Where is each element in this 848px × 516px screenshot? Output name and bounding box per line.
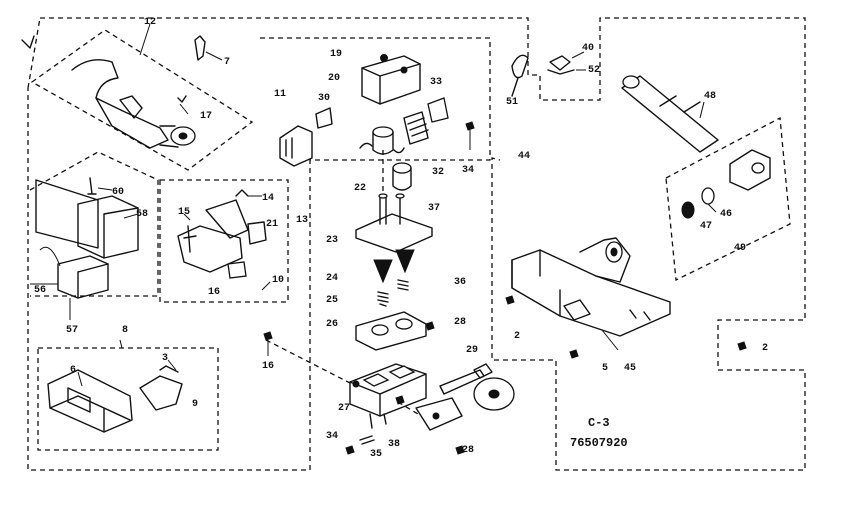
callout-56: 56 bbox=[34, 285, 46, 296]
callout-21: 21 bbox=[266, 219, 278, 230]
callout-45: 45 bbox=[624, 363, 636, 374]
callout-15: 15 bbox=[178, 207, 190, 218]
callout-17: 17 bbox=[200, 111, 212, 122]
callout-10: 10 bbox=[272, 275, 284, 286]
callout-34-bottom: 34 bbox=[326, 431, 338, 442]
callout-52: 52 bbox=[588, 65, 600, 76]
callout-5: 5 bbox=[602, 363, 608, 374]
drawing-number: 76507920 bbox=[570, 436, 628, 450]
callout-7: 7 bbox=[224, 57, 230, 68]
callout-37: 37 bbox=[428, 203, 440, 214]
outer-boundary bbox=[27, 17, 806, 471]
callout-28-lower: 28 bbox=[462, 445, 474, 456]
callout-14: 14 bbox=[262, 193, 274, 204]
callout-3: 3 bbox=[162, 353, 168, 364]
callout-16-left: 16 bbox=[208, 287, 220, 298]
callout-49: 49 bbox=[734, 243, 746, 254]
callout-2-left: 2 bbox=[514, 331, 520, 342]
burner-assembly-group bbox=[30, 23, 254, 171]
callout-2-right: 2 bbox=[762, 343, 768, 354]
burner-bracket-45 bbox=[505, 237, 747, 359]
callout-44: 44 bbox=[518, 151, 530, 162]
callout-32: 32 bbox=[432, 167, 444, 178]
callout-25: 25 bbox=[326, 295, 338, 306]
pilot-assembly-group bbox=[37, 339, 219, 451]
orifice-group bbox=[665, 116, 791, 281]
callout-34-top: 34 bbox=[462, 165, 474, 176]
callout-51: 51 bbox=[506, 97, 518, 108]
callout-33: 33 bbox=[430, 77, 442, 88]
callout-24: 24 bbox=[326, 273, 338, 284]
callout-19: 19 bbox=[330, 49, 342, 60]
callout-9: 9 bbox=[192, 399, 198, 410]
callout-13: 13 bbox=[296, 215, 308, 226]
callout-46: 46 bbox=[720, 209, 732, 220]
callout-8: 8 bbox=[122, 325, 128, 336]
callout-28-upper: 28 bbox=[454, 317, 466, 328]
callout-16-center: 16 bbox=[262, 361, 274, 372]
main-valve-stack bbox=[263, 54, 515, 455]
part-7-clip bbox=[194, 35, 223, 61]
callout-11: 11 bbox=[274, 89, 286, 100]
callout-12: 12 bbox=[144, 17, 156, 28]
callout-48: 48 bbox=[704, 91, 716, 102]
callout-57: 57 bbox=[66, 325, 78, 336]
callout-47: 47 bbox=[700, 221, 712, 232]
callout-23: 23 bbox=[326, 235, 338, 246]
igniter-parts bbox=[511, 51, 586, 97]
callout-27: 27 bbox=[338, 403, 350, 414]
callout-38: 38 bbox=[388, 439, 400, 450]
control-box-group bbox=[29, 151, 159, 320]
callout-40: 40 bbox=[582, 43, 594, 54]
burner-tube-48 bbox=[621, 75, 719, 153]
callout-29: 29 bbox=[466, 345, 478, 356]
callout-58: 58 bbox=[136, 209, 148, 220]
callout-35: 35 bbox=[370, 449, 382, 460]
callout-30: 30 bbox=[318, 93, 330, 104]
callout-20: 20 bbox=[328, 73, 340, 84]
callout-labels: 12 7 17 19 20 11 30 33 32 34 22 37 44 40… bbox=[34, 17, 768, 460]
valve-bracket-group bbox=[159, 179, 289, 303]
callout-36: 36 bbox=[454, 277, 466, 288]
corner-tick bbox=[21, 35, 35, 49]
callout-60: 60 bbox=[112, 187, 124, 198]
callout-26: 26 bbox=[326, 319, 338, 330]
callout-6: 6 bbox=[70, 365, 76, 376]
drawing-sheet-code: C-3 bbox=[588, 416, 610, 430]
callout-22: 22 bbox=[354, 183, 366, 194]
